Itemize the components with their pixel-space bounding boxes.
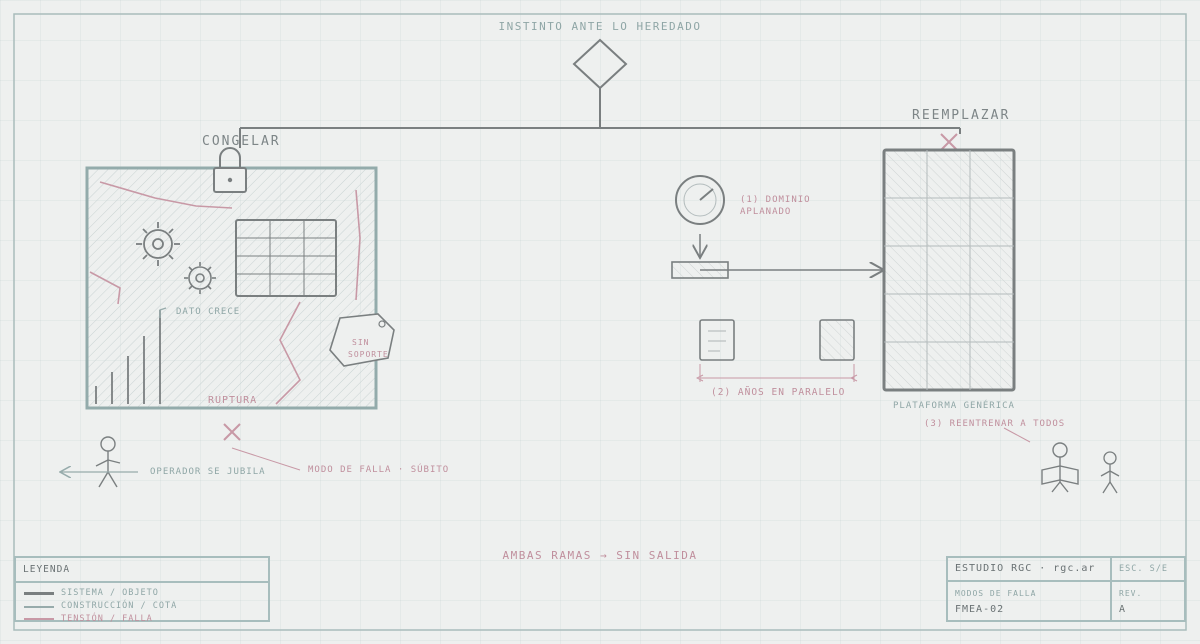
generic-platform-box [882, 148, 1016, 392]
revision-value: A [1119, 604, 1127, 615]
decision-diamond [572, 38, 628, 90]
legend-swatch-construction [24, 606, 54, 608]
legend-item-construction: CONSTRUCCIÓN / COTA [61, 601, 178, 611]
parallel-years-label: (2) AÑOS EN PARALELO [711, 387, 846, 398]
new-system-icon [819, 319, 855, 361]
no-support-tag [329, 313, 395, 367]
reading-person-icon [1041, 442, 1079, 493]
generic-platform-label: PLATAFORMA GENÉRICA [893, 401, 1015, 411]
data-grows-label: DATO CRECE [176, 307, 241, 317]
title-block: ESTUDIO RGC · rgc.ar ESC. S/E MODOS DE F… [946, 556, 1186, 622]
legend-item-system: SISTEMA / OBJETO [61, 588, 159, 598]
legend-header [16, 558, 268, 583]
padlock-icon [213, 147, 247, 193]
document-icon [699, 319, 735, 361]
legend-title: LEYENDA [23, 564, 71, 575]
freeze-label: CONGELAR [202, 134, 281, 149]
diagram-title: INSTINTO ANTE LO HEREDADO [498, 20, 702, 33]
data-table-icon [235, 219, 337, 297]
platform-grid [884, 150, 1014, 390]
gauge-icon [675, 175, 725, 225]
failure-mode-label: MODO DE FALLA · SÚBITO [308, 465, 450, 475]
studio-name: ESTUDIO RGC · rgc.ar [955, 563, 1096, 574]
retrain-label: (3) REENTRENAR A TODOS [924, 419, 1066, 429]
subject-label: MODOS DE FALLA [955, 589, 1037, 598]
document-code: FMEA-02 [955, 604, 1005, 615]
failure-x-icon [223, 423, 241, 441]
tag-hole [378, 320, 386, 328]
retrain-leader [1003, 427, 1031, 443]
revision-label: REV. [1119, 589, 1143, 598]
replace-label: REEMPLAZAR [912, 108, 1011, 123]
frozen-system-box [85, 166, 378, 410]
small-gear-icon [184, 262, 216, 294]
retiring-operator-icon [95, 436, 121, 488]
gear-icon [136, 222, 180, 266]
drawing-frame [13, 13, 1187, 631]
no-support-label-2: SOPORTE [348, 350, 389, 359]
parallel-dimension-line [700, 364, 854, 382]
flattened-domain-label-1: (1) DOMINIO [740, 195, 811, 205]
legend-swatch-system [24, 592, 54, 595]
scale-label: ESC. S/E [1119, 564, 1168, 574]
title-block-col-divider [1110, 558, 1112, 620]
rupture-label: RUPTURA [208, 395, 258, 406]
legend-item-tension: TENSIÓN / FALLA [61, 614, 153, 624]
replace-x-icon [940, 133, 958, 151]
conclusion-label: AMBAS RAMAS → SIN SALIDA [502, 549, 698, 562]
no-support-label-1: SIN [352, 338, 370, 347]
crack-lines [89, 181, 361, 405]
standing-person-icon [1100, 451, 1120, 494]
failure-leader [231, 447, 301, 471]
title-block-row-divider [948, 580, 1184, 582]
legend-box: LEYENDA SISTEMA / OBJETO CONSTRUCCIÓN / … [14, 556, 270, 624]
flattened-domain-label-2: APLANADO [740, 207, 792, 217]
operator-retires-label: OPERADOR SE JUBILA [150, 467, 266, 477]
data-growth-arrowhead [159, 307, 167, 318]
legend-swatch-tension [24, 618, 54, 620]
growing-data-bars [95, 310, 161, 404]
